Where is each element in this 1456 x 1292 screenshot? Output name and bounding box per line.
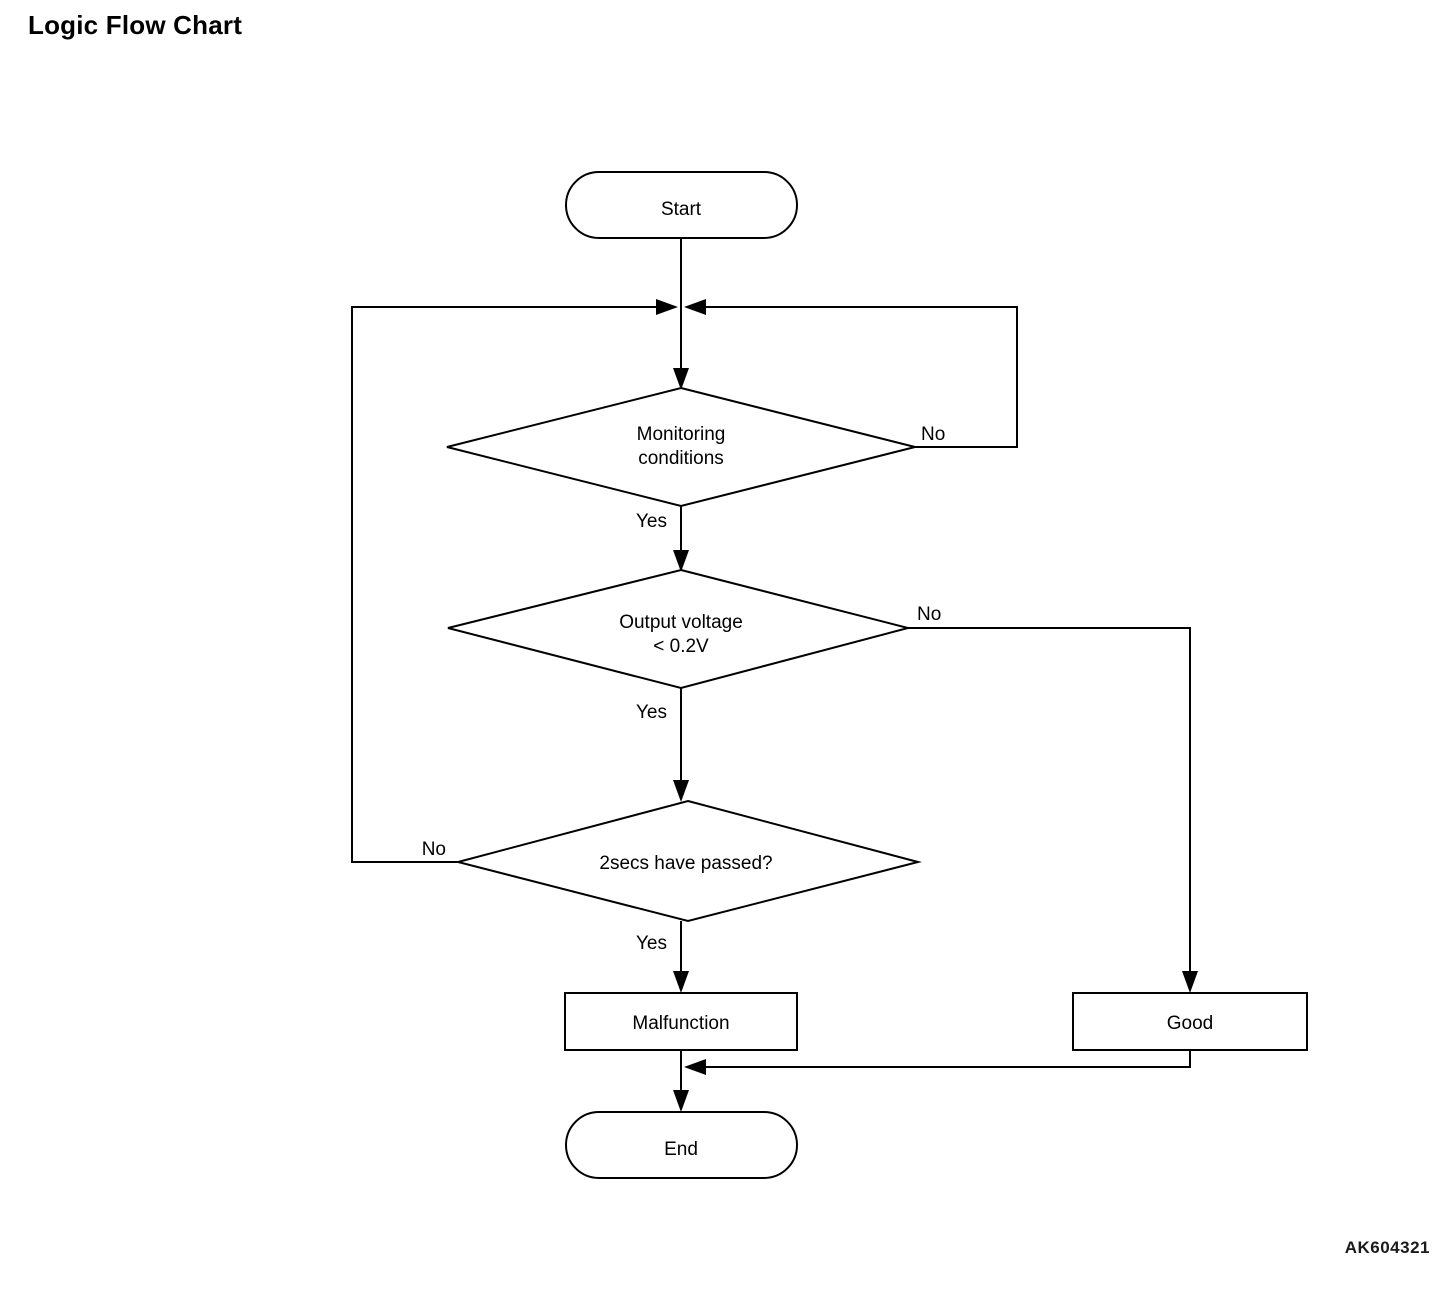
arrowhead-timer-no-into-junction: [656, 299, 678, 315]
connector-timer-no-loop: [351, 306, 662, 863]
timer-check-label: 2secs have passed?: [599, 853, 772, 874]
connector-monitoring-no-loop: [700, 306, 1018, 448]
node-output-voltage[interactable]: Output voltage < 0.2V: [447, 568, 912, 690]
monitoring-conditions-shape: [446, 386, 916, 508]
edge-label-timer-no: No: [422, 839, 446, 860]
node-start[interactable]: Start: [565, 171, 798, 239]
node-good[interactable]: Good: [1072, 992, 1308, 1051]
good-label: Good: [1167, 1013, 1213, 1034]
monitoring-conditions-label-line2: conditions: [638, 448, 724, 469]
edge-label-monitoring-yes: Yes: [636, 511, 667, 532]
page-title: Logic Flow Chart: [28, 10, 243, 40]
end-label: End: [664, 1139, 698, 1160]
start-label: Start: [661, 199, 702, 220]
node-end[interactable]: End: [565, 1111, 798, 1179]
start-shape: [565, 171, 798, 239]
end-shape: [565, 1111, 798, 1179]
edge-label-timer-yes: Yes: [636, 933, 667, 954]
edge-label-voltage-yes: Yes: [636, 702, 667, 723]
arrowhead-into-end: [673, 1090, 689, 1112]
edge-label-voltage-no: No: [917, 604, 941, 625]
connector-good-to-end-merge: [700, 1050, 1191, 1068]
arrowhead-monitoring-no-into-junction: [684, 299, 706, 315]
timer-check-shape: [454, 799, 922, 923]
arrowhead-into-voltage: [673, 550, 689, 572]
arrowhead-into-monitoring: [673, 368, 689, 390]
node-timer-check[interactable]: 2secs have passed?: [454, 799, 922, 923]
node-monitoring-conditions[interactable]: Monitoring conditions: [446, 386, 916, 508]
arrowhead-into-timer: [673, 780, 689, 802]
arrowhead-into-malfunction: [673, 971, 689, 993]
figure-code: AK604321: [1344, 1238, 1430, 1257]
connector-voltage-no-to-good: [908, 627, 1191, 989]
output-voltage-shape: [447, 568, 912, 690]
output-voltage-label-line2: < 0.2V: [653, 636, 709, 657]
malfunction-label: Malfunction: [632, 1013, 729, 1034]
monitoring-conditions-label-line1: Monitoring: [637, 424, 726, 445]
arrowhead-good-merge: [684, 1059, 706, 1075]
malfunction-shape: [564, 992, 798, 1051]
node-malfunction[interactable]: Malfunction: [564, 992, 798, 1051]
edge-label-monitoring-no: No: [921, 424, 945, 445]
good-shape: [1072, 992, 1308, 1051]
arrowhead-into-good: [1182, 971, 1198, 993]
output-voltage-label-line1: Output voltage: [619, 612, 743, 633]
